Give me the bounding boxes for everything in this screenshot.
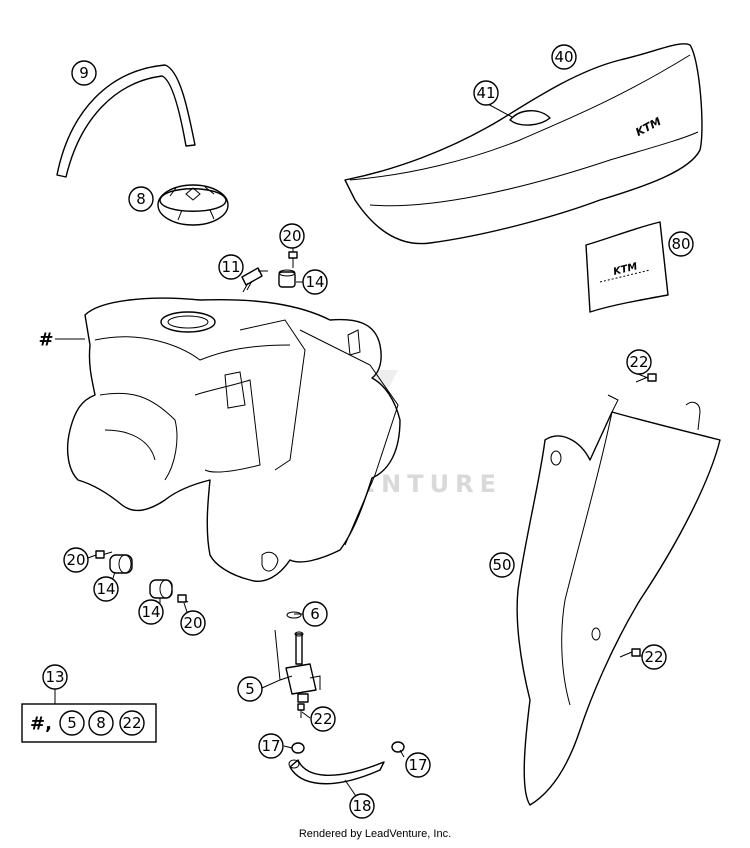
callout-11: 11 <box>218 254 244 280</box>
svg-text:14: 14 <box>141 603 160 621</box>
svg-text:22: 22 <box>629 353 648 371</box>
screw-22-tap <box>297 703 305 718</box>
kit-box: 13 #, 5 8 22 <box>21 664 157 743</box>
callout-41: 41 <box>473 80 499 106</box>
svg-text:20: 20 <box>66 551 85 569</box>
callout-22-panel: 22 <box>641 644 667 670</box>
callout-17-right: 17 <box>405 752 431 778</box>
callout-6: 6 <box>302 601 328 627</box>
svg-text:8: 8 <box>96 714 106 732</box>
svg-text:13: 13 <box>45 668 64 686</box>
spacer-14-lower-right <box>149 579 173 599</box>
svg-text:5: 5 <box>67 714 77 732</box>
svg-text:20: 20 <box>183 614 202 632</box>
fuel-hose <box>288 759 385 785</box>
callout-80: 80 <box>668 231 694 257</box>
callout-22-tap: 22 <box>310 706 336 732</box>
kit-label: #, <box>30 714 52 735</box>
footer-credit: Rendered by LeadVenture, Inc. <box>298 828 452 840</box>
svg-text:22: 22 <box>313 710 332 728</box>
svg-text:80: 80 <box>671 235 690 253</box>
callout-50: 50 <box>489 552 515 578</box>
clamp-17-right <box>391 741 405 753</box>
svg-text:50: 50 <box>492 556 511 574</box>
seat: KTM <box>344 43 703 245</box>
svg-text:18: 18 <box>352 797 371 815</box>
callout-20-lower-left: 20 <box>63 547 89 573</box>
seat-strap <box>509 110 551 126</box>
fuel-tap <box>285 631 321 703</box>
callout-9: 9 <box>71 60 97 86</box>
screw-20-lower-left <box>95 550 113 559</box>
kit-item-8: 8 <box>88 710 114 736</box>
fuel-cap <box>157 184 229 226</box>
screw-22-top <box>635 373 657 383</box>
tank-marker: # <box>38 330 53 351</box>
bolt-11 <box>241 267 263 293</box>
svg-text:6: 6 <box>310 605 320 623</box>
callout-20-top: 20 <box>279 223 305 249</box>
side-panel <box>516 394 721 806</box>
callout-18: 18 <box>349 793 375 819</box>
callout-40: 40 <box>551 44 577 70</box>
callout-5: 5 <box>237 676 263 702</box>
screw-20-lower-right <box>177 594 189 603</box>
callout-22-top: 22 <box>626 349 652 375</box>
svg-text:8: 8 <box>136 190 146 208</box>
callout-14-top: 14 <box>302 269 328 295</box>
callout-14-lower-left: 14 <box>93 576 119 602</box>
svg-text:22: 22 <box>644 648 663 666</box>
fuel-tank: # <box>38 297 401 582</box>
kit-item-22: 22 <box>119 710 145 736</box>
spacer-14-top <box>278 269 296 288</box>
svg-text:22: 22 <box>122 714 141 732</box>
svg-text:17: 17 <box>261 737 280 755</box>
filler-neck <box>160 311 216 333</box>
callout-13: 13 <box>42 664 68 690</box>
screw-20-top <box>288 251 298 268</box>
kit-item-5: 5 <box>59 710 85 736</box>
callout-8: 8 <box>128 186 154 212</box>
svg-text:9: 9 <box>79 64 89 82</box>
svg-text:41: 41 <box>476 84 495 102</box>
callout-17-left: 17 <box>258 733 284 759</box>
svg-text:14: 14 <box>305 273 324 291</box>
callout-14-lower-right: 14 <box>138 599 164 625</box>
svg-text:11: 11 <box>221 258 240 276</box>
svg-text:14: 14 <box>96 580 115 598</box>
spacer-14-lower-left <box>109 554 133 574</box>
svg-text:20: 20 <box>282 227 301 245</box>
clamp-17-left <box>291 742 305 754</box>
callout-20-lower-right: 20 <box>180 610 206 636</box>
svg-text:5: 5 <box>245 680 255 698</box>
gasket-6 <box>286 611 302 619</box>
svg-text:17: 17 <box>408 756 427 774</box>
breather-hose <box>56 64 196 178</box>
svg-text:40: 40 <box>554 48 573 66</box>
decal: KTM <box>585 221 669 313</box>
screw-22-panel <box>619 648 641 658</box>
